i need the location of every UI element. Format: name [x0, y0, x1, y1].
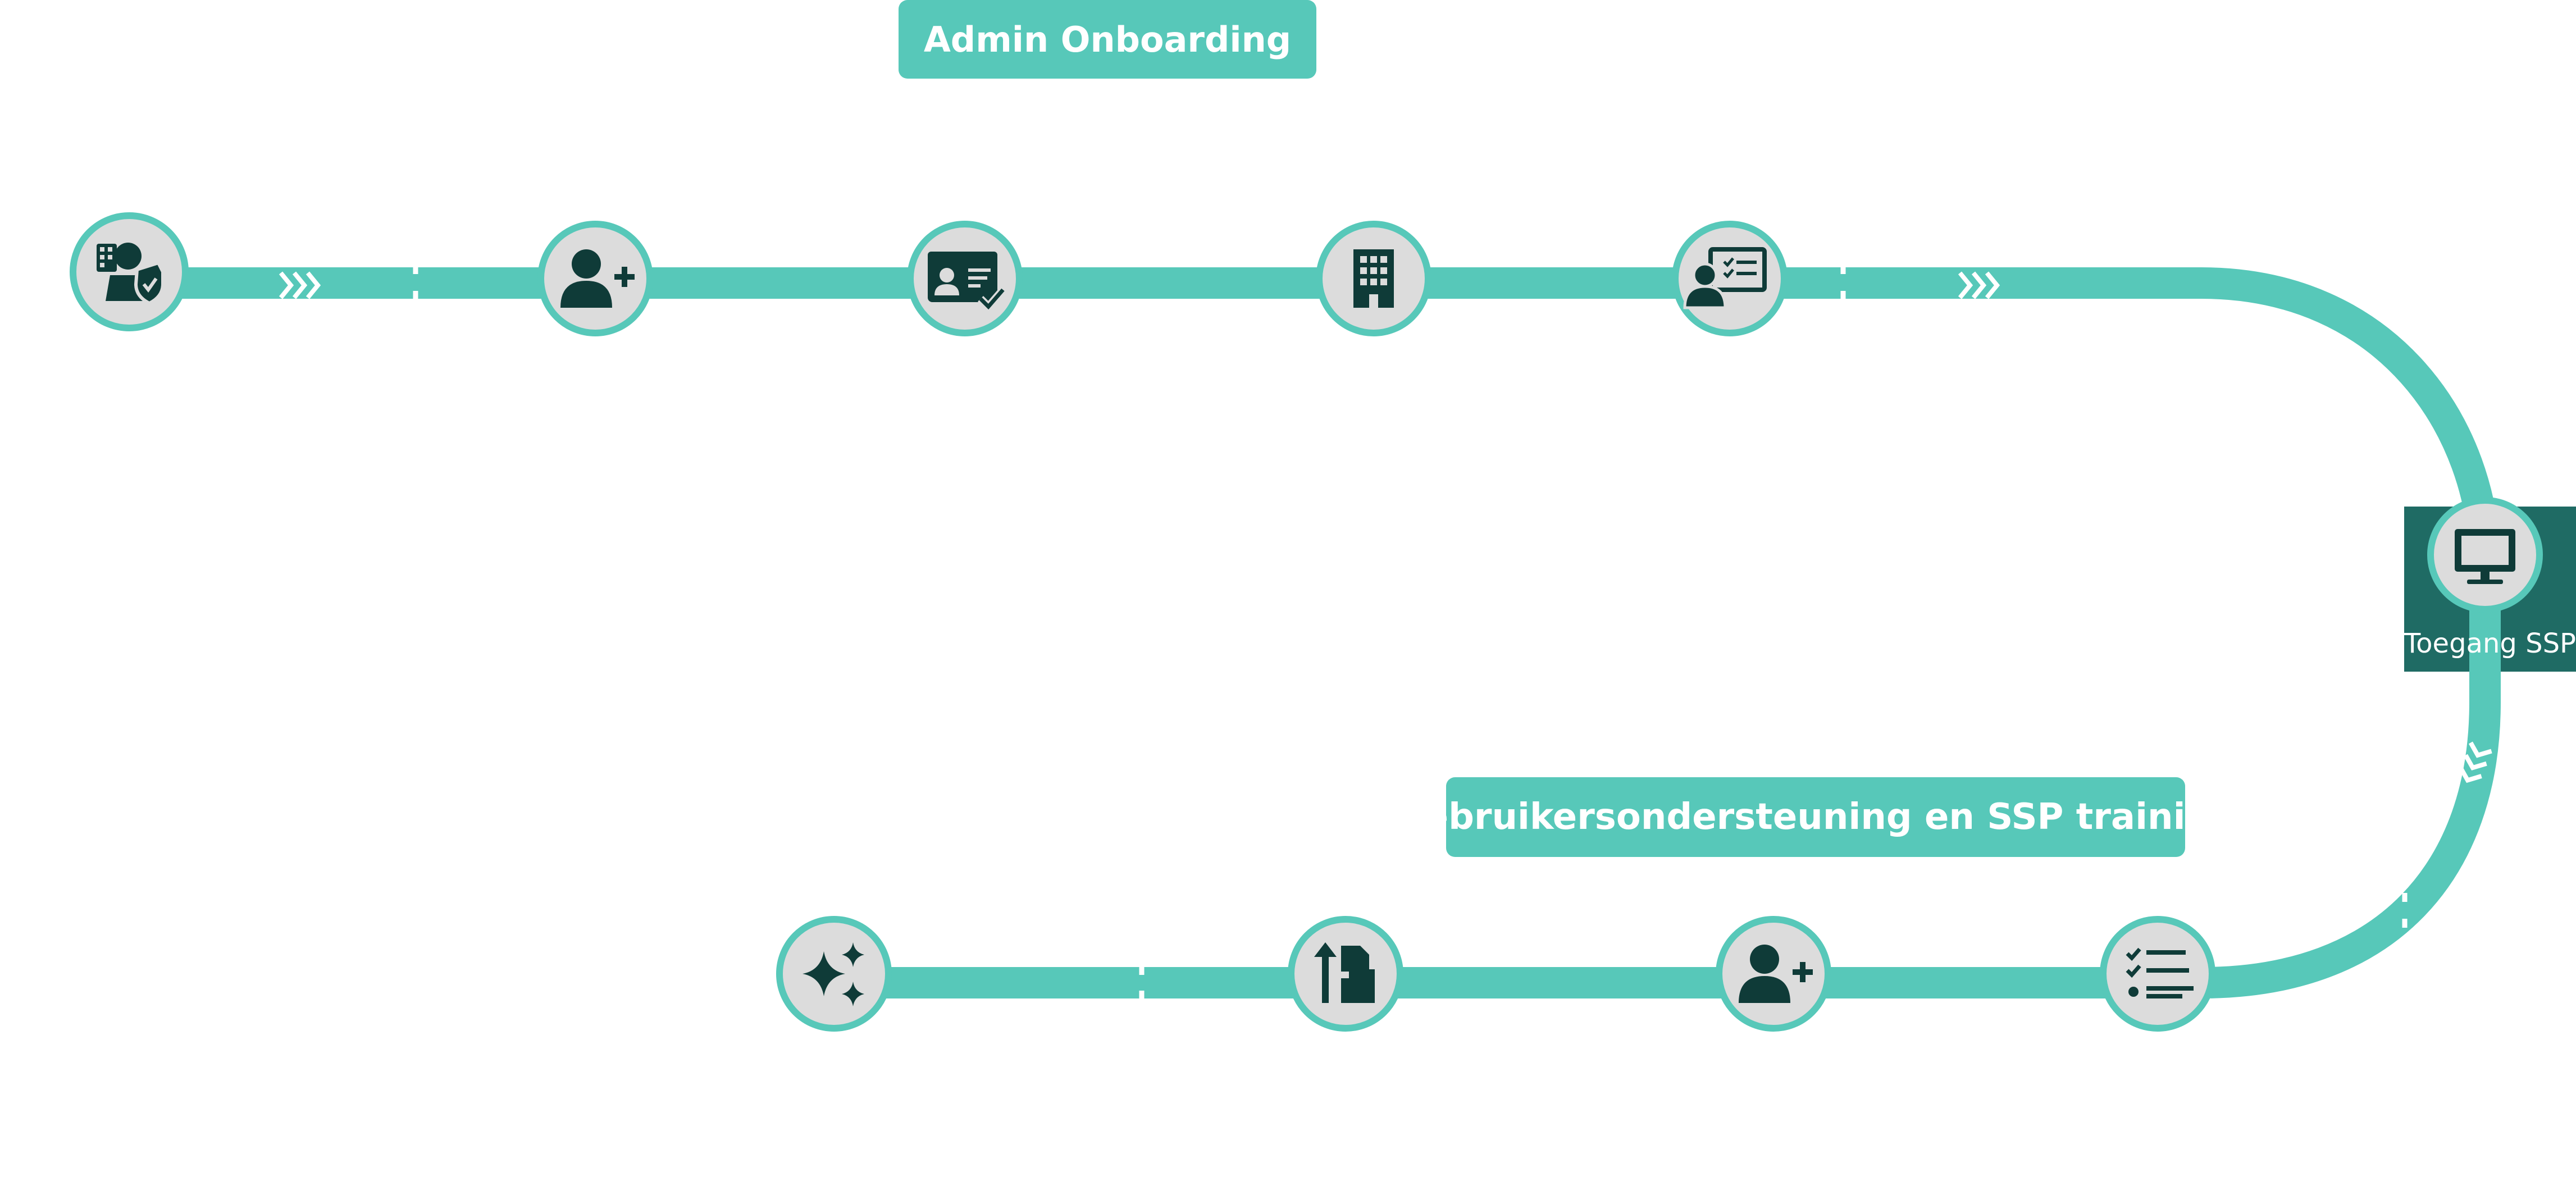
upload-file-icon	[1314, 942, 1375, 1003]
track-chevrons	[279, 271, 2492, 783]
chevron-right-icon	[1958, 271, 2000, 299]
presentation-icon	[1683, 247, 1767, 309]
node-icons	[97, 243, 2515, 1006]
phase-label-user-support: Gebruikersondersteuning en SSP training	[1394, 777, 2237, 857]
admin-security-icon	[97, 243, 165, 305]
milestone-label: Toegang SSP	[2404, 628, 2576, 659]
id-card-verified-icon	[928, 252, 1006, 313]
monitor-icon	[2455, 529, 2515, 584]
building-icon	[1353, 249, 1394, 308]
track-separators	[413, 265, 2408, 1000]
node-5	[1672, 221, 1788, 336]
track-nodes	[70, 212, 2543, 1032]
track-line	[129, 267, 2501, 998]
node-1	[70, 212, 189, 331]
chevron-right-icon	[279, 271, 321, 299]
checklist-icon	[2126, 947, 2194, 998]
sparkles-icon	[803, 942, 864, 1006]
chevron-down-icon	[2458, 741, 2492, 783]
phase-label-admin-onboarding: Admin Onboarding	[899, 0, 1316, 79]
add-user-icon	[560, 249, 635, 308]
add-user-icon	[1739, 945, 1813, 1003]
node-6	[2100, 916, 2215, 1032]
